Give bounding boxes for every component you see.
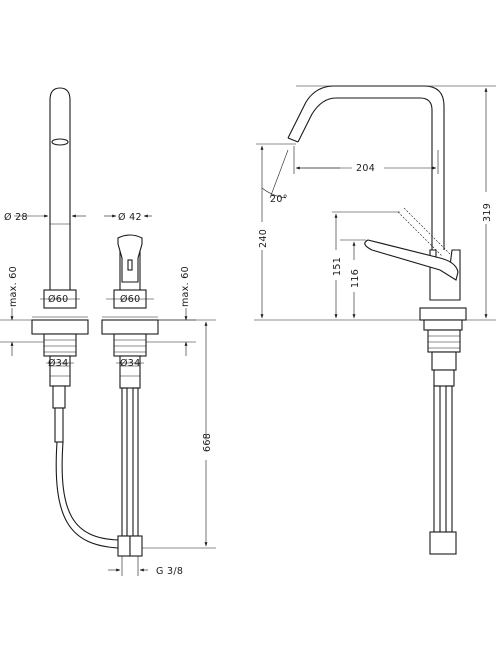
lever-height-low-label: 116: [350, 269, 361, 288]
max-right-label: max. 60: [180, 266, 191, 307]
handle-diameter-label: Ø 42: [118, 212, 142, 223]
spout-diameter-label: Ø 28: [4, 212, 28, 223]
spout-base-diameter-label: Ø60: [48, 294, 68, 305]
right-dimension-labels: 204 20° 319 240 151 116: [258, 163, 493, 288]
handle-base-diameter-label: Ø60: [120, 294, 140, 305]
swivel-angle-label: 20°: [270, 194, 288, 205]
handle-thread-label: Ø34: [120, 358, 140, 369]
lever-height-high-label: 151: [332, 257, 343, 276]
left-dimension-labels: Ø 28 Ø 42 Ø60 Ø60 max. 60 max. 60 Ø34 Ø3…: [4, 212, 213, 577]
spout-unit: [31, 87, 119, 549]
spout-thread-label: Ø34: [48, 358, 68, 369]
spout-height-label: 240: [258, 229, 269, 248]
right-dimensions: [254, 85, 496, 321]
left-dimensions: [0, 214, 216, 576]
handle-unit: [101, 234, 159, 557]
connection-label: G 3/8: [156, 566, 183, 577]
reach-label: 204: [356, 163, 375, 174]
total-height-label: 319: [482, 203, 493, 222]
max-left-label: max. 60: [8, 266, 19, 307]
hose-length-label: 668: [202, 433, 213, 452]
